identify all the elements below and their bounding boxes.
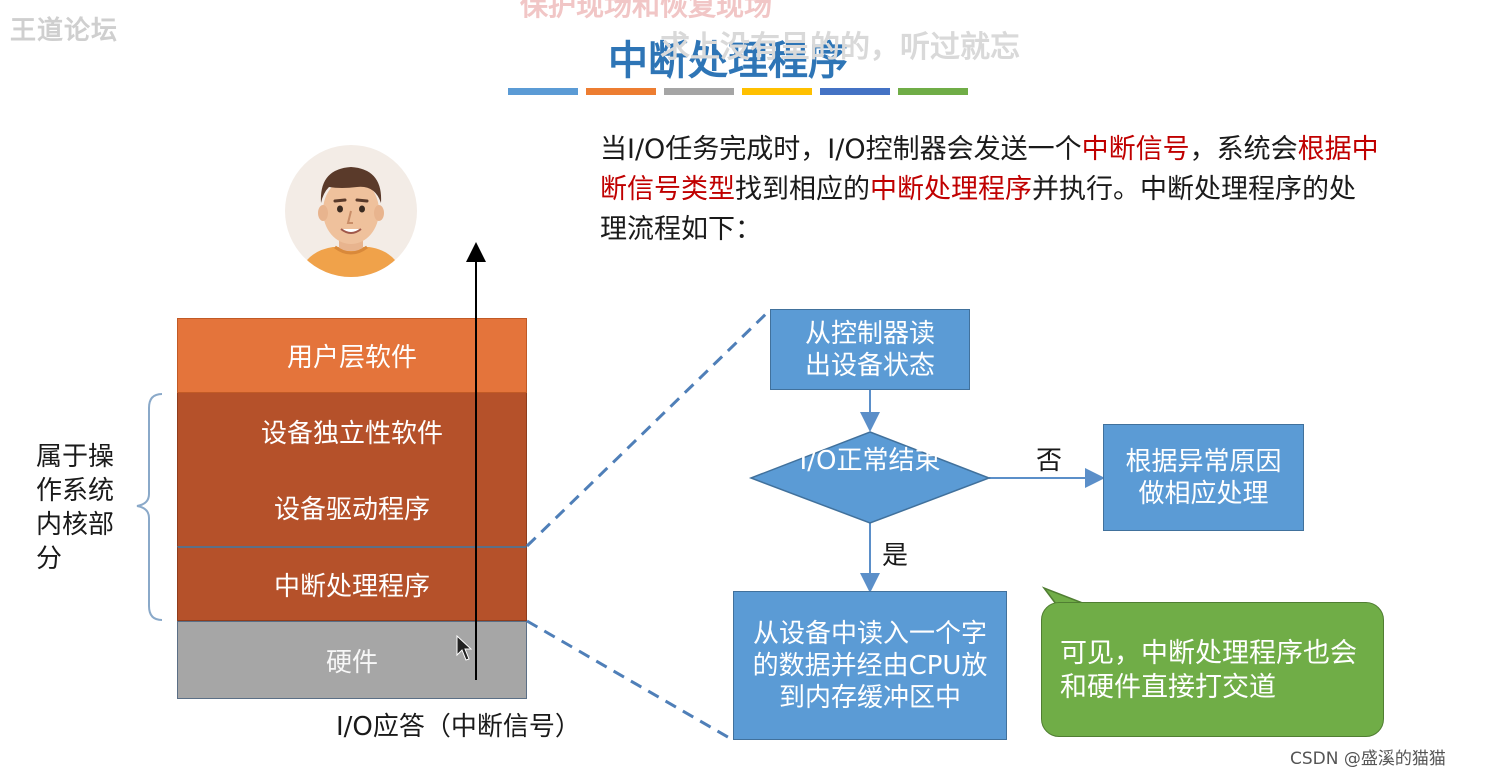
intro-highlight-handler: 中断处理程序	[870, 174, 1032, 205]
color-bar-orange	[586, 88, 656, 95]
zoom-line-top	[525, 308, 772, 548]
flow-abnormal-box: 根据异常原因做相应处理	[1103, 424, 1304, 531]
intro-highlight-interrupt-signal: 中断信号	[1081, 134, 1190, 165]
note-text: 可见，中断处理程序也会和硬件直接打交道	[1060, 638, 1357, 703]
intro-text-4: 并执行。中断处理程序的处理流程如下：	[600, 174, 1356, 245]
watermark-top-center: 保护现场和恢复现场	[520, 0, 773, 22]
watermark-top-left: 王道论坛	[10, 16, 119, 46]
mouse-cursor-icon	[456, 634, 473, 661]
note-bubble: 可见，中断处理程序也会和硬件直接打交道	[1041, 602, 1384, 737]
flow-read-status-label: 从控制器读出设备状态	[804, 318, 935, 381]
csdn-credit: CSDN @盛溪的猫猫	[1290, 749, 1446, 769]
layer-user-software: 用户层软件	[177, 318, 527, 393]
layer-driver-label: 设备驱动程序	[273, 495, 430, 525]
layer-user-software-label: 用户层软件	[286, 343, 417, 373]
kernel-part-label: 属于操作系统内核部分	[36, 442, 115, 574]
flow-read-status-box: 从控制器读出设备状态	[770, 309, 970, 390]
color-bar-gray	[664, 88, 734, 95]
color-bar-green	[898, 88, 968, 95]
layer-hardware: 硬件	[177, 621, 527, 699]
decision-diamond	[748, 431, 992, 524]
person-avatar-icon	[285, 145, 417, 277]
flow-decision-label: I/O正常结束	[799, 446, 941, 476]
zoom-line-bottom	[526, 619, 734, 742]
slide-title: 中断处理程序	[608, 38, 848, 84]
intro-text-2: ，系统会	[1189, 134, 1298, 165]
avatar	[283, 143, 419, 279]
color-bar-yellow	[742, 88, 812, 95]
video-caption-overlay: 求上没有呈的的，听过就忘	[660, 30, 1020, 65]
layer-interrupt-handler: 中断处理程序	[177, 546, 527, 621]
intro-highlight-signal-type: 根据中断信号类型	[600, 134, 1379, 205]
layer-hardware-label: 硬件	[325, 647, 378, 678]
flow-transfer-label: 从设备中读入一个字的数据并经由CPU放到内存缓冲区中	[752, 618, 988, 713]
intro-text-1: 当I/O任务完成时，I/O控制器会发送一个	[600, 134, 1082, 165]
io-answer-label: I/O应答（中断信号）	[336, 712, 581, 742]
flow-yes-label: 是	[882, 541, 909, 571]
layer-kernel-group: 设备独立性软件 设备驱动程序	[177, 393, 527, 546]
intro-paragraph: 当I/O任务完成时，I/O控制器会发送一个中断信号，系统会根据中断信号类型找到相…	[600, 130, 1380, 250]
color-bar-blue	[508, 88, 578, 95]
layer-device-independent-label: 设备独立性软件	[260, 419, 443, 449]
flow-no-label: 否	[1036, 446, 1063, 476]
flow-abnormal-label: 根据异常原因做相应处理	[1125, 446, 1282, 509]
flow-transfer-box: 从设备中读入一个字的数据并经由CPU放到内存缓冲区中	[733, 591, 1007, 740]
kernel-brace	[136, 393, 163, 621]
intro-text-3: 找到相应的	[735, 174, 870, 205]
layer-interrupt-handler-label: 中断处理程序	[273, 571, 430, 602]
color-bar-darkblue	[820, 88, 890, 95]
